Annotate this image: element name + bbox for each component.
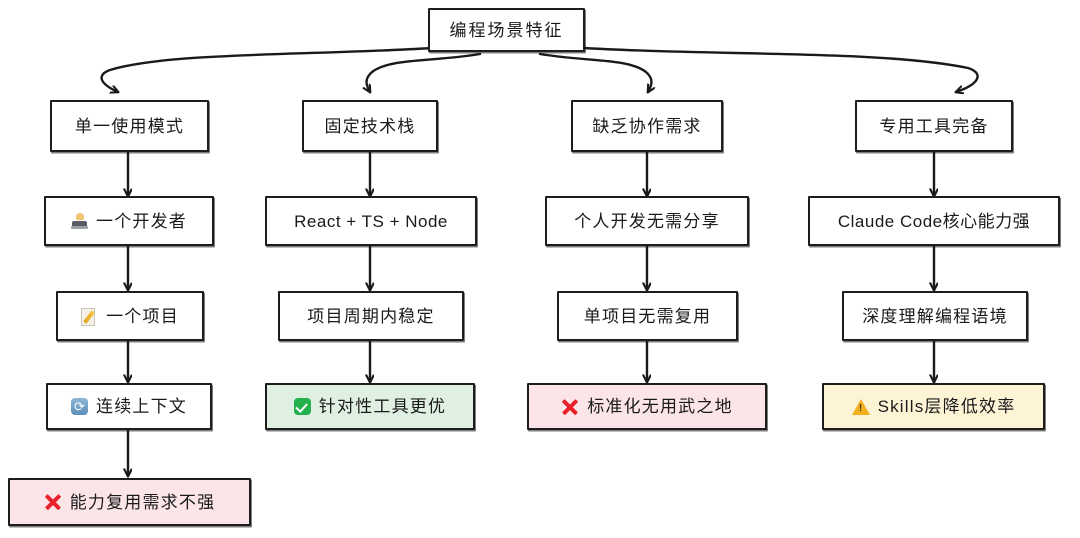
node-branch-2-head[interactable]: 固定技术栈 <box>302 100 438 152</box>
check-icon <box>293 398 311 415</box>
node-branch-3-step-3[interactable]: 标准化无用武之地 <box>527 383 767 430</box>
node-label: 单一使用模式 <box>74 116 185 136</box>
node-label: 针对性工具更优 <box>318 397 447 416</box>
node-label: 深度理解编程语境 <box>862 306 1008 326</box>
node-branch-1-step-1[interactable]: 一个开发者 <box>44 196 214 246</box>
node-branch-3-head[interactable]: 缺乏协作需求 <box>571 100 723 152</box>
node-label: React + TS + Node <box>294 211 448 231</box>
node-root[interactable]: 编程场景特征 <box>428 8 585 52</box>
node-root-label: 编程场景特征 <box>449 20 564 40</box>
node-branch-2-step-1[interactable]: React + TS + Node <box>265 196 477 246</box>
node-branch-4-step-1[interactable]: Claude Code核心能力强 <box>808 196 1060 246</box>
developer-icon <box>71 213 88 229</box>
node-label: 个人开发无需分享 <box>574 211 720 231</box>
node-label: Claude Code核心能力强 <box>837 211 1031 231</box>
node-branch-1-step-4[interactable]: 能力复用需求不强 <box>8 478 251 526</box>
cross-icon <box>561 398 579 416</box>
node-label: 单项目无需复用 <box>583 306 712 326</box>
node-branch-1-step-2[interactable]: 一个项目 <box>56 291 204 341</box>
cross-icon <box>44 493 62 511</box>
node-branch-2-step-3[interactable]: 针对性工具更优 <box>265 383 475 430</box>
node-branch-3-step-1[interactable]: 个人开发无需分享 <box>545 196 749 246</box>
node-label: 能力复用需求不强 <box>69 492 216 512</box>
refresh-icon <box>71 398 88 415</box>
node-branch-1-step-3[interactable]: 连续上下文 <box>46 383 212 430</box>
node-branch-1-head[interactable]: 单一使用模式 <box>50 100 209 152</box>
node-branch-4-step-2[interactable]: 深度理解编程语境 <box>842 291 1028 341</box>
warning-icon <box>851 398 870 415</box>
node-label: 一个项目 <box>106 306 179 326</box>
node-label: Skills层降低效率 <box>877 397 1016 416</box>
node-label: 项目周期内稳定 <box>307 306 435 326</box>
node-branch-4-head[interactable]: 专用工具完备 <box>855 100 1013 152</box>
node-branch-2-step-2[interactable]: 项目周期内稳定 <box>278 291 464 341</box>
node-label: 一个开发者 <box>96 211 187 231</box>
node-branch-3-step-2[interactable]: 单项目无需复用 <box>557 291 738 341</box>
node-label: 标准化无用武之地 <box>587 397 733 416</box>
node-label: 缺乏协作需求 <box>592 116 702 136</box>
memo-icon <box>81 308 98 326</box>
node-label: 连续上下文 <box>96 397 187 416</box>
node-label: 固定技术栈 <box>324 116 416 136</box>
node-label: 专用工具完备 <box>879 116 989 136</box>
node-branch-4-step-3[interactable]: Skills层降低效率 <box>822 383 1045 430</box>
